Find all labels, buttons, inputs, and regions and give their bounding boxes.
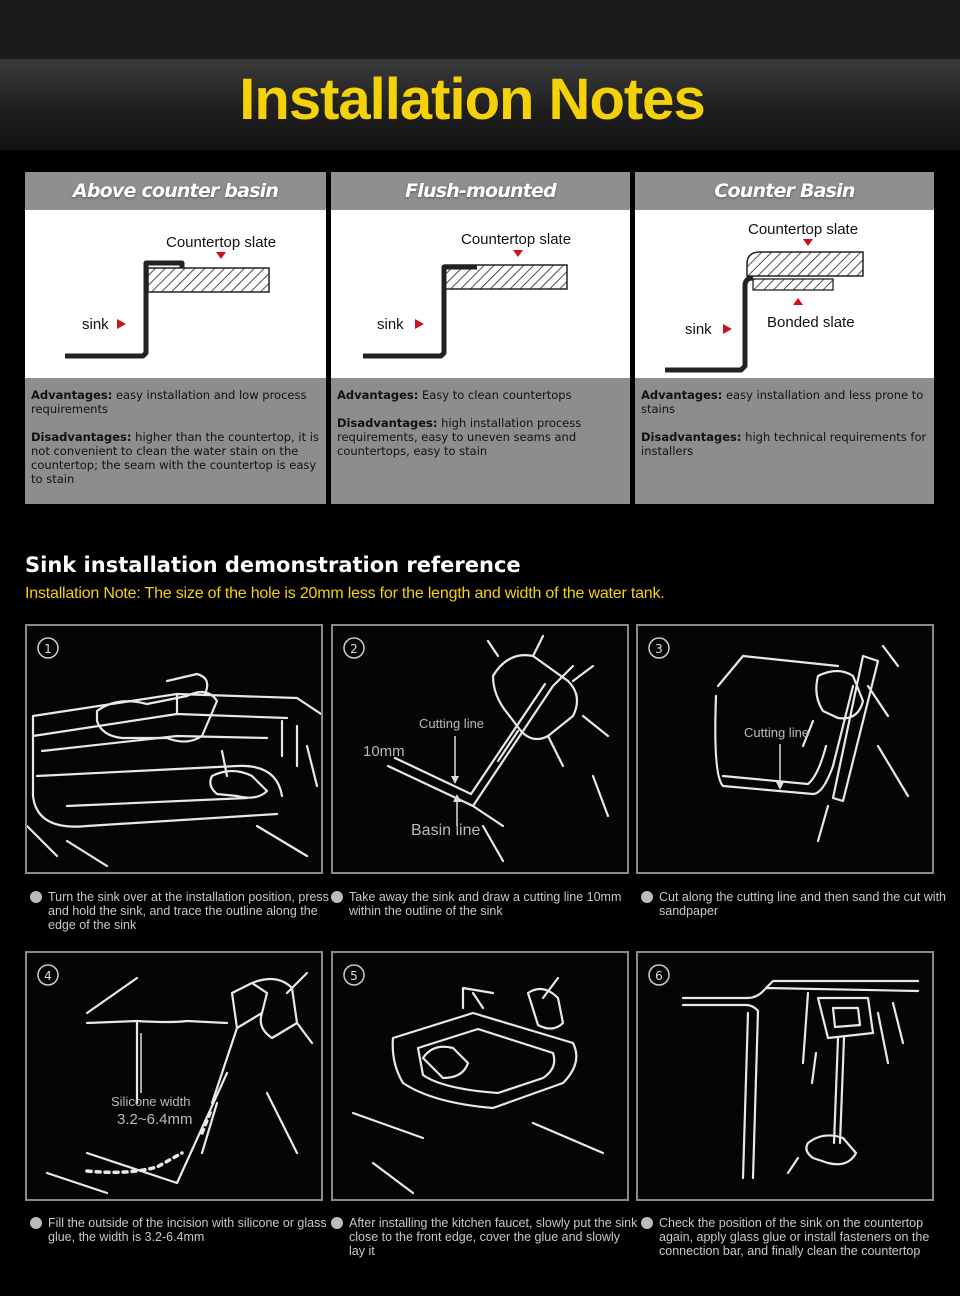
label-sink: sink — [685, 321, 712, 338]
hand-sketch — [786, 1134, 858, 1175]
pencil-hand-sketch — [481, 634, 610, 863]
bullet-icon — [331, 891, 343, 903]
advantages-text: Easy to clean countertops — [418, 388, 572, 402]
caption-text: Take away the sink and draw a cutting li… — [349, 890, 622, 918]
arrow-right-icon — [415, 319, 424, 329]
label-cutting-line: Cutting line — [419, 716, 484, 731]
sink-wall — [65, 260, 185, 359]
label-width-range: 3.2~6.4mm — [117, 1111, 192, 1128]
advantages-label: Advantages: — [337, 388, 419, 402]
demo-title: Sink installation demonstration referenc… — [25, 553, 521, 577]
step-6-caption: Check the position of the sink on the co… — [641, 1216, 949, 1258]
step-3-illustration: 3 Cutting line — [636, 624, 934, 874]
label-silicone-width: Silicone width — [111, 1094, 191, 1109]
step-number: 3 — [655, 642, 663, 656]
sink-wall — [665, 275, 754, 373]
arrow-down-icon — [216, 252, 226, 259]
bullet-icon — [331, 1217, 343, 1229]
arrow-up-icon — [793, 298, 803, 305]
panel-flush-mounted: Flush-mounted Countertop slate sink Adva… — [331, 172, 630, 504]
step-2-illustration: 2 Cutting line 10mm Basin line — [331, 624, 629, 874]
step-1-illustration: 1 — [25, 624, 323, 874]
panel-above-counter: Above counter basin Countertop slate sin… — [25, 172, 326, 504]
diagram-counter-basin: Countertop slate Bonded slate sink — [635, 210, 934, 378]
panel-text: Advantages: easy installation and low pr… — [25, 378, 326, 486]
disadvantages-text: high technical requirements for installe… — [641, 430, 927, 458]
step-number: 5 — [350, 969, 358, 983]
step-number: 2 — [350, 642, 358, 656]
step-4-caption: Fill the outside of the incision with si… — [30, 1216, 338, 1244]
step-6-illustration: 6 — [636, 951, 934, 1201]
page-title: Installation Notes — [239, 67, 705, 132]
hand-sketch — [95, 672, 269, 799]
caption-text: Turn the sink over at the installation p… — [48, 890, 329, 932]
label-basin-line: Basin line — [411, 822, 480, 839]
bullet-icon — [30, 1217, 42, 1229]
panel-heading: Above counter basin — [25, 172, 326, 210]
demo-note: Installation Note: The size of the hole … — [25, 585, 665, 602]
outline-sketch — [386, 664, 575, 828]
disadvantages-label: Disadvantages: — [641, 430, 742, 444]
step-1-caption: Turn the sink over at the installation p… — [30, 890, 338, 932]
label-countertop-slate: Countertop slate — [461, 231, 571, 248]
panel-text: Advantages: easy installation and less p… — [635, 378, 934, 458]
caption-text: Fill the outside of the incision with si… — [48, 1216, 327, 1244]
disadvantages-text: higher than the countertop, it is not co… — [31, 430, 319, 486]
step-5-illustration: 5 — [331, 951, 629, 1201]
step-number: 4 — [44, 969, 52, 983]
advantages-label: Advantages: — [641, 388, 723, 402]
label-sink: sink — [82, 316, 109, 333]
saw-hand-sketch — [801, 644, 910, 843]
panel-heading: Counter Basin — [635, 172, 934, 210]
outline-sketch — [45, 976, 299, 1195]
caption-text: Cut along the cutting line and then sand… — [659, 890, 946, 918]
sink-wall — [363, 264, 477, 359]
label-countertop-slate: Countertop slate — [166, 234, 276, 251]
disadvantages-text: high installation process requirements, … — [337, 416, 582, 458]
bonded-slate — [752, 278, 834, 291]
step-5-caption: After installing the kitchen faucet, slo… — [331, 1216, 639, 1258]
label-bonded-slate: Bonded slate — [767, 314, 855, 331]
step-2-caption: Take away the sink and draw a cutting li… — [331, 890, 639, 918]
sink-sketch — [351, 986, 605, 1195]
advantages-text: easy installation and less prone to stai… — [641, 388, 924, 416]
label-sink: sink — [377, 316, 404, 333]
advantages-text: easy installation and low process requir… — [31, 388, 307, 416]
label-countertop-slate: Countertop slate — [748, 221, 858, 238]
disadvantages-label: Disadvantages: — [337, 416, 438, 430]
step-number: 1 — [44, 642, 52, 656]
clamp-sketch — [801, 991, 905, 1145]
caption-text: After installing the kitchen faucet, slo… — [349, 1216, 638, 1258]
panel-counter-basin: Counter Basin Countertop slate Bonded sl… — [635, 172, 934, 504]
caption-text: Check the position of the sink on the co… — [659, 1216, 930, 1258]
countertop-slate — [147, 267, 270, 293]
countertop-slate — [444, 264, 568, 290]
label-10mm: 10mm — [363, 743, 405, 760]
arrow-right-icon — [723, 324, 732, 334]
arrow-down-icon — [513, 250, 523, 257]
diagram-above-counter: Countertop slate sink — [25, 210, 326, 378]
countertop-sketch — [681, 979, 920, 1180]
glue-gun-sketch — [200, 971, 314, 1155]
advantages-label: Advantages: — [31, 388, 113, 402]
panel-heading: Flush-mounted — [331, 172, 630, 210]
bullet-icon — [30, 891, 42, 903]
sink-sketch — [27, 692, 321, 868]
disadvantages-label: Disadvantages: — [31, 430, 132, 444]
step-3-caption: Cut along the cutting line and then sand… — [641, 890, 949, 918]
arrow-down-icon — [803, 239, 813, 246]
step-number: 6 — [655, 969, 663, 983]
countertop-slate — [746, 251, 864, 277]
outline-sketch — [714, 654, 855, 796]
step-4-illustration: 4 Silicone width 3.2~6.4mm — [25, 951, 323, 1201]
diagram-flush-mounted: Countertop slate sink — [331, 210, 630, 378]
silicone-bead — [85, 1106, 214, 1175]
bullet-icon — [641, 1217, 653, 1229]
hands-sketch — [421, 976, 565, 1080]
panel-text: Advantages: Easy to clean countertops Di… — [331, 378, 630, 458]
arrow-right-icon — [117, 319, 126, 329]
bullet-icon — [641, 891, 653, 903]
title-banner — [0, 0, 960, 150]
label-cutting-line: Cutting line — [744, 725, 809, 740]
